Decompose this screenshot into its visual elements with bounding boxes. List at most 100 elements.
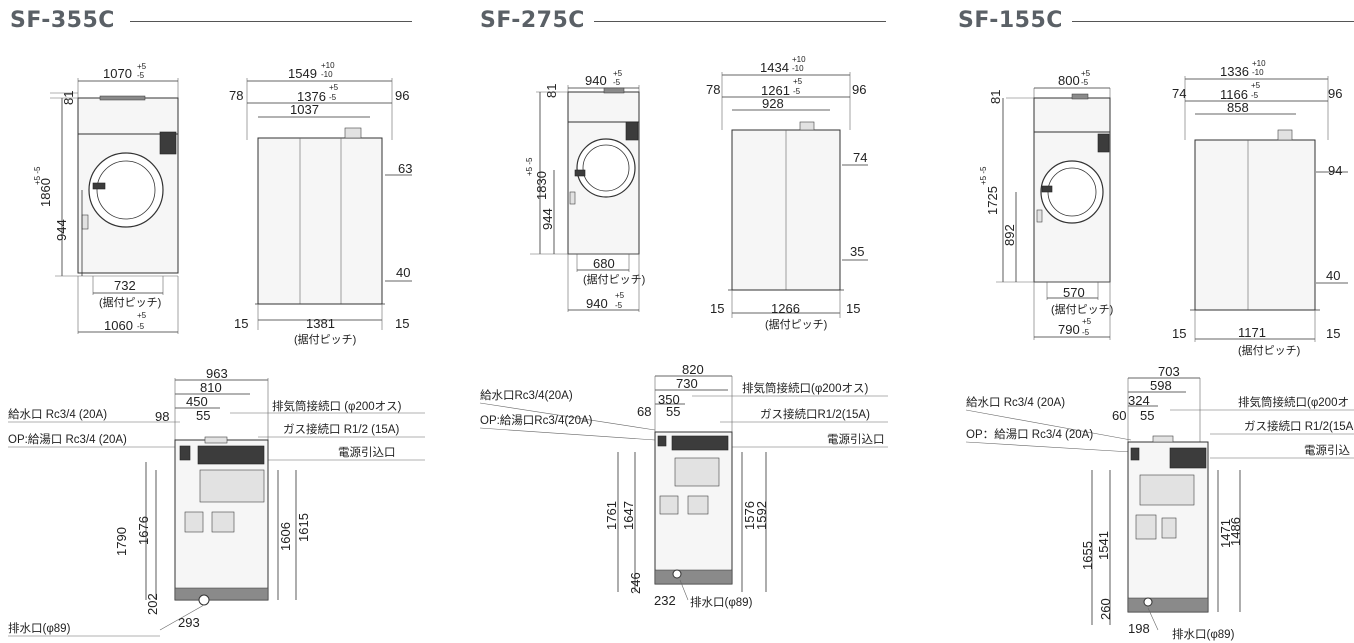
tol-plus: +5 bbox=[1082, 317, 1092, 326]
title-rule bbox=[1072, 21, 1354, 22]
front-pitch: 570 bbox=[1063, 285, 1085, 300]
tol-minus: -5 bbox=[137, 71, 145, 80]
rear-panel-a bbox=[659, 495, 679, 515]
side-right-offset: 96 bbox=[1328, 86, 1342, 101]
front-height-tol: +5 -5 bbox=[979, 166, 988, 185]
tol-minus: -5 bbox=[613, 78, 621, 87]
tol-plus: +10 bbox=[792, 55, 806, 64]
panel-sf-275c: SF-275C 940 +5 -5 81 1830 +5 -5 944 bbox=[470, 0, 910, 643]
front-door-height: 944 bbox=[540, 208, 555, 230]
rear-drain-width: 232 bbox=[654, 593, 676, 608]
front-top-offset: 81 bbox=[544, 84, 559, 98]
front-top-cap bbox=[1071, 93, 1089, 100]
side-body bbox=[1194, 139, 1316, 311]
power-label: 電源引込口 bbox=[338, 445, 396, 459]
rear-h-overall: 1655 bbox=[1080, 541, 1095, 570]
rear-panel-a bbox=[1135, 514, 1157, 540]
side-dim-b: 40 bbox=[396, 265, 410, 280]
rear-w3: 324 bbox=[1128, 393, 1150, 408]
exhaust-stub bbox=[1277, 129, 1293, 141]
front-view: 800 +5 -5 81 1725 +5 -5 892 570 (据付ピッチ) bbox=[979, 69, 1113, 340]
rear-w1: 820 bbox=[682, 362, 704, 377]
control-panel bbox=[625, 121, 639, 141]
exhaust-label: 排気筒接続口(φ200オス) bbox=[742, 381, 868, 395]
drawing-sf-155c: 800 +5 -5 81 1725 +5 -5 892 570 (据付ピッチ) bbox=[965, 59, 1354, 641]
power-label: 電源引込口 bbox=[827, 432, 885, 446]
tol-plus: +5 bbox=[329, 83, 339, 92]
rear-water-inlet bbox=[657, 435, 667, 447]
door-glass bbox=[1047, 167, 1097, 217]
tol-plus: +5 bbox=[613, 69, 623, 78]
rear-h-drain: 202 bbox=[145, 593, 160, 615]
panel-sf-355c: SF-355C 1070 +5 -5 81 1860 +5 -5 944 bbox=[0, 0, 450, 643]
front-height: 1830 bbox=[534, 171, 549, 200]
front-top-offset: 81 bbox=[61, 91, 76, 105]
side-overall: 1549 bbox=[288, 66, 317, 81]
tol-plus: +10 bbox=[321, 61, 335, 70]
rear-exhaust bbox=[204, 436, 228, 444]
rear-h-overall: 1790 bbox=[114, 527, 129, 556]
front-height-tol: +5 -5 bbox=[33, 166, 42, 185]
rear-drain bbox=[1143, 597, 1153, 607]
door-handle bbox=[92, 182, 106, 190]
tol-minus: -5 bbox=[793, 87, 801, 96]
side-base: 1266 bbox=[771, 301, 800, 316]
tol-minus: -10 bbox=[792, 64, 804, 73]
rear-drain bbox=[198, 594, 210, 606]
exhaust-stub bbox=[344, 127, 362, 139]
drain-label: 排水口(φ89) bbox=[8, 621, 71, 635]
hot-water-label: OP:給湯口Rc3/4(20A) bbox=[480, 413, 593, 427]
model-title: SF-275C bbox=[480, 8, 585, 33]
front-height: 1860 bbox=[38, 178, 53, 207]
side-base: 1381 bbox=[306, 316, 335, 331]
rear-w4: 60 bbox=[1112, 408, 1126, 423]
tol-plus: +5 bbox=[1081, 69, 1091, 78]
front-pitch-note: (据付ピッチ) bbox=[583, 272, 645, 286]
front-top-cap bbox=[603, 87, 625, 94]
front-door-height: 944 bbox=[54, 219, 69, 241]
front-top-panel bbox=[1033, 97, 1111, 133]
front-top-width: 940 bbox=[585, 73, 607, 88]
model-title: SF-155C bbox=[958, 8, 1063, 33]
drain-label: 排水口(φ89) bbox=[1172, 627, 1235, 641]
rear-h-right1: 1471 bbox=[1218, 519, 1233, 548]
front-pitch: 680 bbox=[593, 256, 615, 271]
rear-panel-b bbox=[687, 495, 709, 515]
front-top-panel bbox=[77, 97, 179, 135]
water-inlet-label: 給水口 Rc3/4 (20A) bbox=[8, 407, 107, 421]
rear-panel-a bbox=[184, 511, 204, 533]
door-glass bbox=[96, 160, 156, 220]
rear-h-drain: 260 bbox=[1098, 598, 1113, 620]
side-foot-left: 15 bbox=[1172, 326, 1186, 341]
rear-vent bbox=[671, 435, 729, 451]
lint-filter bbox=[569, 191, 576, 205]
tol-plus: +5 bbox=[793, 77, 803, 86]
front-door-height: 892 bbox=[1002, 224, 1017, 246]
side-top-inner: 928 bbox=[762, 96, 784, 111]
front-height-tol: +5 -5 bbox=[525, 157, 534, 176]
door-handle bbox=[574, 169, 586, 177]
rear-h-right2: 1592 bbox=[754, 501, 769, 530]
gas-label: ガス接続口 R1/2 (15A) bbox=[283, 422, 399, 436]
rear-h-left: 1676 bbox=[136, 516, 151, 545]
side-right-offset: 96 bbox=[852, 82, 866, 97]
front-view: 1070 +5 -5 81 1860 +5 -5 944 732 (据付ピッチ) bbox=[33, 62, 179, 334]
exhaust-stub bbox=[799, 121, 815, 131]
tol-minus: -5 bbox=[615, 301, 623, 310]
rear-base bbox=[174, 587, 269, 601]
rear-w2: 598 bbox=[1150, 378, 1172, 393]
rear-exhaust bbox=[1152, 435, 1174, 443]
rear-vent bbox=[1169, 447, 1207, 469]
side-dim-a: 94 bbox=[1328, 163, 1342, 178]
rear-h-left: 1647 bbox=[621, 501, 636, 530]
front-top-panel bbox=[567, 91, 640, 123]
tol-plus: +5 bbox=[137, 311, 147, 320]
side-right-offset: 96 bbox=[395, 88, 409, 103]
drawing-sf-355c: 1070 +5 -5 81 1860 +5 -5 944 732 (据付ピッチ) bbox=[8, 61, 425, 637]
side-foot-left: 15 bbox=[234, 316, 248, 331]
side-inner: 1261 bbox=[761, 83, 790, 98]
rear-base bbox=[654, 569, 733, 585]
rear-view: 963 810 450 98 55 給水口 Rc3/4 (20A) OP:給湯口… bbox=[8, 366, 425, 637]
rear-electrical-box bbox=[199, 469, 265, 503]
rear-h-right1: 1606 bbox=[278, 522, 293, 551]
